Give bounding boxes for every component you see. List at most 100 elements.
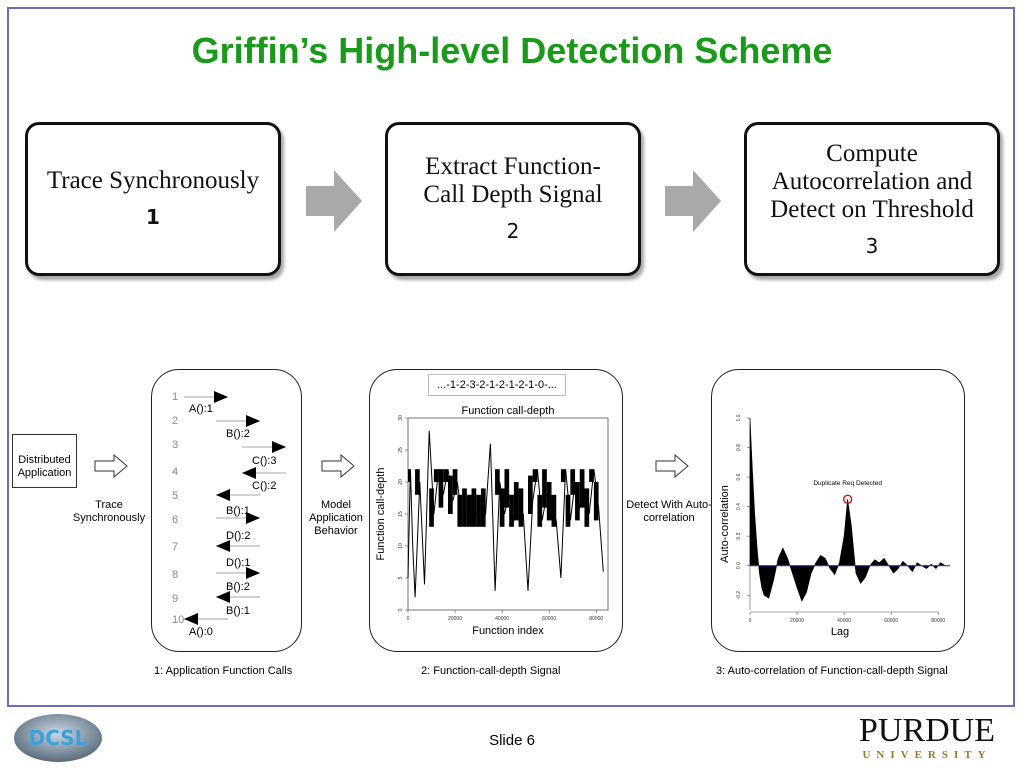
depth-dense-band [551,494,557,527]
depth-dense-band [570,469,576,495]
chart-title: Function call-depth [462,405,555,417]
x-tick-label: 80000 [931,618,945,624]
depth-dense-band [462,488,467,527]
step-extract-number: 2 [506,219,520,243]
slide-frame [7,7,1015,707]
y-tick-label: 20 [398,479,404,485]
depth-dense-band [560,469,566,482]
hollow-arrow-icon [321,454,355,478]
dcsl-logo-text: DCSL [29,726,88,750]
trace-line-number: 7 [172,541,179,553]
distributed-application-box: Distributed Application [12,434,77,488]
y-tick-label: 10 [398,543,404,549]
trace-line-number: 1 [172,391,179,403]
x-axis-label: Function index [472,625,544,637]
caption-autocorr: 3: Auto-correlation of Function-call-dep… [716,665,948,677]
depth-dense-band [575,482,580,521]
autocorr-area [749,417,947,602]
trace-sync-label: Trace Synchronously [72,499,146,524]
step-compute-box: Compute Autocorrelation and Detect on Th… [744,122,1000,276]
depth-dense-band [513,482,519,521]
flow-arrow-icon [665,170,721,232]
x-tick-label: 60000 [884,618,898,624]
detect-autocorr-label: Detect With Auto-correlation [626,499,712,524]
trace-line-number: 10 [172,614,185,626]
trace-line-number: 4 [172,466,179,478]
trace-call-label: B():1 [226,605,250,617]
depth-dense-band [415,469,420,495]
depth-dense-band [448,475,453,514]
purdue-logo-university: UNIVERSITY [862,749,992,761]
model-behavior-label: Model Application Behavior [309,499,363,537]
trace-call-label: B():2 [226,428,250,440]
y-tick-label: 25 [398,447,404,453]
trace-call-label: C():2 [252,480,277,492]
x-tick-label: 0 [749,618,752,624]
y-tick-label: 0.8 [736,444,742,451]
trace-arrow-head [272,441,286,453]
depth-dense-band [495,469,500,495]
trace-line-number: 9 [172,593,179,605]
distributed-application-label: Distributed Application [17,454,72,479]
depth-dense-band [471,488,477,527]
purdue-logo: PURDUE UNIVERSITY [850,713,1004,762]
depth-dense-band [476,494,481,527]
x-tick-label: 60000 [542,616,556,622]
depth-dense-band [532,469,538,482]
detect-annotation: Duplicate Req Detected [813,480,882,487]
flow-arrow-icon [306,170,362,232]
y-tick-label: 5 [398,576,404,579]
trace-arrow-head [242,467,256,479]
x-tick-label: 80000 [589,616,603,622]
step-extract-box: Extract Function-Call Depth Signal 2 [385,122,641,276]
depth-dense-band [537,494,543,527]
slide-title: Griffin’s High-level Detection Scheme [191,30,833,71]
sequence-text: ...-1-2-3-2-1-2-1-2-1-0-... [437,379,557,391]
trace-arrow-head [184,613,198,625]
depth-dense-band [542,469,547,508]
step-compute-number: 3 [865,234,879,258]
y-tick-label: 0.4 [736,503,742,510]
depth-dense-band [480,488,486,527]
trace-arrow-head [216,591,230,603]
depth-dense-band [509,494,514,527]
depth-dense-band [528,475,533,514]
trace-line-number: 8 [172,569,179,581]
trace-arrow-head [246,512,260,524]
depth-dense-band [504,469,510,508]
depth-dense-band [589,469,594,482]
depth-dense-band [457,494,463,527]
depth-dense-band [518,488,524,527]
trace-call-label: A():1 [189,403,213,415]
depth-dense-band [408,469,411,482]
x-tick-label: 40000 [495,616,509,622]
depth-dense-band [438,469,444,508]
detect-marker [842,494,853,504]
depth-dense-band [565,494,571,527]
step-trace-box: Trace Synchronously 1 [25,122,281,276]
depth-dense-band [584,488,590,527]
y-tick-label: 30 [398,415,404,421]
trace-arrow-head [216,540,230,552]
trace-arrow-head [214,391,228,403]
trace-line-number: 5 [172,490,179,502]
trace-panel [151,369,302,652]
trace-call-label: B():1 [226,505,250,517]
dcsl-logo: DCSL [14,714,102,762]
x-tick-label: 0 [407,616,410,622]
depth-dense-band [466,494,472,527]
depth-dense-band [443,469,448,482]
step-trace-number: 1 [146,205,160,229]
slide-number: Slide 6 [489,732,535,749]
trace-arrow-head [246,567,260,579]
y-tick-label: 0.6 [736,473,742,480]
depth-dense-band [593,482,599,521]
x-tick-label: 40000 [837,618,851,624]
trace-arrow-head [246,415,260,427]
y-axis-label: Auto-correlation [719,485,731,563]
x-tick-label: 20000 [448,616,462,622]
depth-dense-band [429,488,434,527]
